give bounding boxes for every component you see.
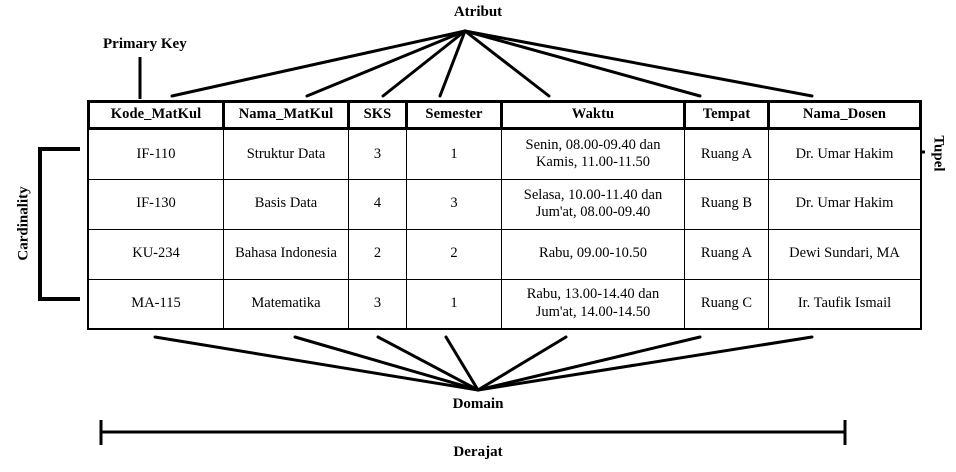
cell-kode-matkul: IF-110: [87, 128, 224, 180]
cell-semester: 1: [406, 128, 502, 180]
cell-tempat: Ruang C: [684, 278, 769, 330]
column-header-sks: SKS: [348, 100, 407, 130]
label-domain: Domain: [452, 396, 504, 412]
label-tupel: Tupel: [930, 135, 947, 172]
cell-nama-matkul: Struktur Data: [223, 128, 349, 180]
cell-waktu-line2: Kamis, 11.00-11.50: [535, 154, 651, 171]
cell-waktu: Rabu, 13.00-14.40 dan Jum'at, 14.00-14.5…: [501, 278, 685, 330]
table-body: IF-110 Struktur Data 3 1 Senin, 08.00-09…: [87, 128, 922, 330]
cell-waktu-line1: Selasa, 10.00-11.40 dan: [523, 186, 663, 203]
table-header: Kode_MatKul Nama_MatKul SKS Semester Wak…: [87, 100, 922, 130]
cardinality-bracket: [38, 147, 80, 301]
cell-nama-dosen: Dr. Umar Hakim: [768, 128, 922, 180]
cell-semester: 2: [406, 228, 502, 280]
cell-waktu: Rabu, 09.00-10.50: [501, 228, 685, 280]
cell-nama-matkul: Basis Data: [223, 178, 349, 230]
cell-tempat: Ruang A: [684, 128, 769, 180]
cell-waktu: Selasa, 10.00-11.40 dan Jum'at, 08.00-09…: [501, 178, 685, 230]
relation-table: Kode_MatKul Nama_MatKul SKS Semester Wak…: [87, 100, 922, 330]
domain-fan-lines: [153, 335, 814, 392]
label-atribut: Atribut: [453, 4, 503, 20]
column-header-tempat: Tempat: [684, 100, 769, 130]
cell-kode-matkul: IF-130: [87, 178, 224, 230]
table-row: IF-110 Struktur Data 3 1 Senin, 08.00-09…: [87, 128, 922, 180]
label-primary-key: Primary Key: [103, 36, 187, 52]
label-derajat: Derajat: [453, 444, 503, 460]
cell-semester: 1: [406, 278, 502, 330]
cell-waktu-line1: Rabu, 13.00-14.40 dan: [526, 286, 660, 303]
cell-nama-dosen: Ir. Taufik Ismail: [768, 278, 922, 330]
column-header-semester: Semester: [406, 100, 502, 130]
derajat-span-bracket: [99, 420, 847, 445]
cell-waktu-line2: Jum'at, 08.00-09.40: [535, 204, 651, 220]
cell-tempat: Ruang A: [684, 228, 769, 280]
atribut-fan-lines: [170, 29, 814, 98]
cell-kode-matkul: KU-234: [87, 228, 224, 280]
label-cardinality: Cardinality: [15, 186, 32, 261]
table-row: KU-234 Bahasa Indonesia 2 2 Rabu, 09.00-…: [87, 228, 922, 280]
cell-tempat: Ruang B: [684, 178, 769, 230]
column-header-kode-matkul: Kode_MatKul: [87, 100, 224, 130]
cell-sks: 3: [348, 278, 407, 330]
cell-semester: 3: [406, 178, 502, 230]
cell-nama-matkul: Matematika: [223, 278, 349, 330]
column-header-nama-matkul: Nama_MatKul: [223, 100, 349, 130]
table-row: IF-130 Basis Data 4 3 Selasa, 10.00-11.4…: [87, 178, 922, 230]
cell-sks: 4: [348, 178, 407, 230]
cell-waktu-line2: Jum'at, 14.00-14.50: [535, 303, 651, 320]
table-header-row: Kode_MatKul Nama_MatKul SKS Semester Wak…: [87, 100, 922, 130]
cell-sks: 3: [348, 128, 407, 180]
column-header-waktu: Waktu: [501, 100, 685, 130]
cell-nama-dosen: Dewi Sundari, MA: [768, 228, 922, 280]
cell-kode-matkul: MA-115: [87, 278, 224, 330]
column-header-nama-dosen: Nama_Dosen: [768, 100, 922, 130]
cell-sks: 2: [348, 228, 407, 280]
table-row: MA-115 Matematika 3 1 Rabu, 13.00-14.40 …: [87, 278, 922, 330]
cell-nama-dosen: Dr. Umar Hakim: [768, 178, 922, 230]
cell-waktu-line1: Senin, 08.00-09.40 dan: [525, 136, 661, 153]
cell-waktu-line1: Rabu, 09.00-10.50: [539, 245, 647, 262]
cell-waktu: Senin, 08.00-09.40 dan Kamis, 11.00-11.5…: [501, 128, 685, 180]
cell-nama-matkul: Bahasa Indonesia: [223, 228, 349, 280]
